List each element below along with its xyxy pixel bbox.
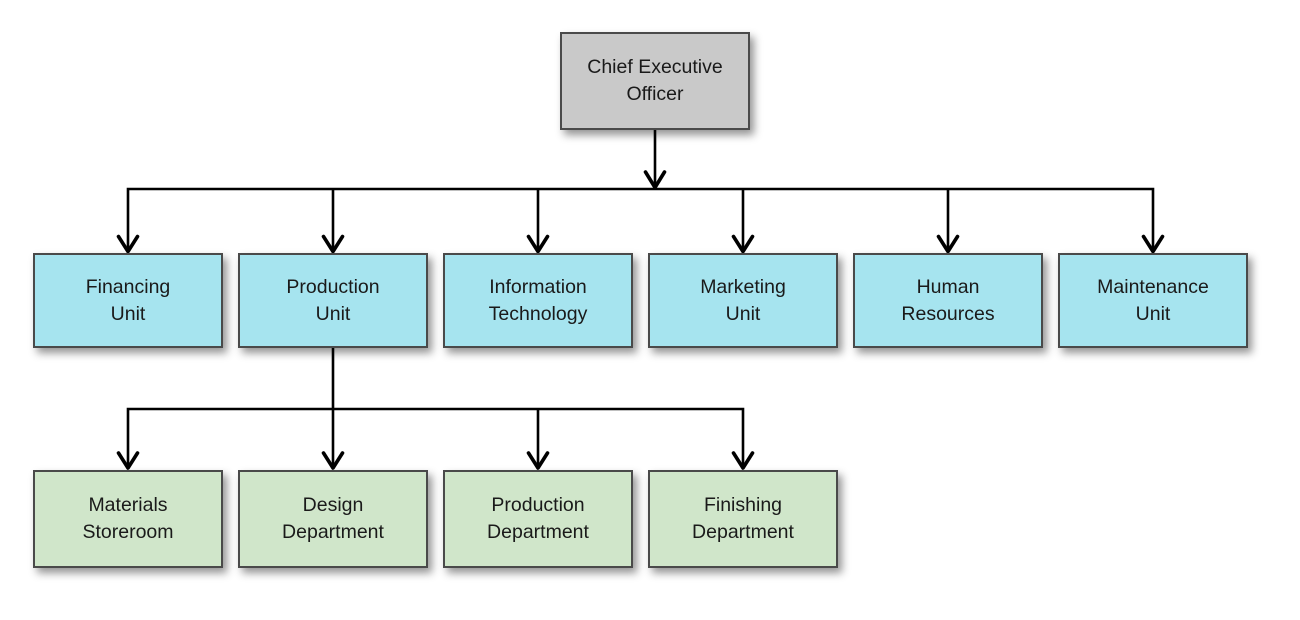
arrowhead xyxy=(526,234,550,254)
node-materials-storeroom: Materials Storeroom xyxy=(33,470,223,568)
node-label: Finishing Department xyxy=(692,494,794,543)
arrowhead xyxy=(936,234,960,254)
level3-rail xyxy=(126,407,745,466)
node-label: Marketing Unit xyxy=(700,275,786,325)
node-label: Production Unit xyxy=(286,275,380,325)
connector-lines xyxy=(126,130,1155,466)
node-label: Chief Executive Officer xyxy=(587,56,723,105)
node-label: Maintenance Unit xyxy=(1097,275,1209,325)
node-financing-unit: Financing Unit xyxy=(33,253,223,348)
node-label: Design Department xyxy=(282,494,384,543)
node-design-department: Design Department xyxy=(238,470,428,568)
node-chief-executive-officer: Chief Executive Officer xyxy=(560,32,750,130)
arrowhead xyxy=(116,451,140,470)
node-production-department: Production Department xyxy=(443,470,633,568)
arrowhead xyxy=(321,451,345,470)
arrowhead xyxy=(321,234,345,254)
node-human-resources: Human Resources xyxy=(853,253,1043,348)
node-marketing-unit: Marketing Unit xyxy=(648,253,838,348)
node-production-unit: Production Unit xyxy=(238,253,428,348)
node-label: Materials Storeroom xyxy=(82,494,174,543)
arrowhead xyxy=(1141,234,1165,254)
node-finishing-department: Finishing Department xyxy=(648,470,838,568)
node-maintenance-unit: Maintenance Unit xyxy=(1058,253,1248,348)
node-label: Human Resources xyxy=(901,275,995,325)
arrowhead xyxy=(526,451,550,470)
arrowhead xyxy=(643,170,667,190)
arrowhead xyxy=(116,234,140,254)
arrowheads xyxy=(116,170,1165,470)
node-label: Production Department xyxy=(487,494,589,543)
node-label: Information Technology xyxy=(488,275,588,325)
arrowhead xyxy=(731,234,755,254)
level2-rail xyxy=(126,187,1155,250)
node-label: Financing Unit xyxy=(85,275,171,325)
node-information-technology: Information Technology xyxy=(443,253,633,348)
arrowhead xyxy=(731,451,755,470)
